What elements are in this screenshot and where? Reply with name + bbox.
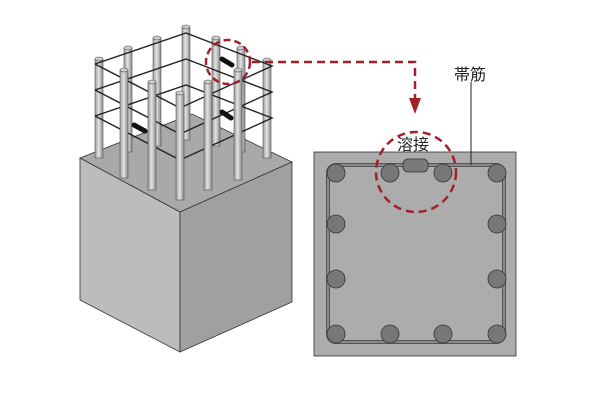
rebar bbox=[175, 92, 185, 201]
section-rebar bbox=[326, 214, 346, 234]
section-rebar bbox=[487, 269, 507, 289]
section-rebars bbox=[326, 163, 507, 344]
weld-highlight-circle-small bbox=[204, 38, 252, 86]
rebar-top bbox=[152, 35, 162, 41]
dashed-arrow bbox=[252, 60, 417, 100]
rebar bbox=[147, 81, 157, 191]
cage-welds bbox=[131, 56, 235, 134]
weld-mark bbox=[219, 56, 235, 68]
section-rebar bbox=[326, 324, 346, 344]
rebar-top bbox=[119, 67, 129, 73]
column-right-face bbox=[179, 161, 293, 353]
rebar bbox=[262, 59, 272, 159]
section-rebar bbox=[380, 324, 400, 344]
rebar bbox=[94, 58, 104, 159]
weld-mark bbox=[219, 109, 234, 121]
concrete-column bbox=[79, 113, 293, 353]
label-weld: 溶接 bbox=[397, 135, 430, 154]
section-rebar bbox=[326, 163, 346, 183]
section-rebar bbox=[326, 269, 346, 289]
rebar-top bbox=[94, 56, 104, 62]
rebar-top bbox=[123, 45, 133, 51]
rebar bbox=[233, 69, 243, 181]
rebar-top bbox=[181, 24, 191, 30]
rebar-top bbox=[203, 79, 213, 85]
section-rebar bbox=[433, 324, 453, 344]
section-rebar bbox=[487, 324, 507, 344]
rebar-top bbox=[211, 35, 221, 41]
weld-mark bbox=[131, 122, 148, 134]
section-rebar bbox=[487, 214, 507, 234]
section-rebar bbox=[433, 163, 453, 183]
section-concrete bbox=[313, 151, 517, 357]
rebar bbox=[203, 81, 213, 191]
section-weld bbox=[402, 158, 429, 173]
rebar-top bbox=[175, 90, 185, 96]
section-rebar bbox=[380, 163, 400, 183]
label-hoop: 帯筋 bbox=[454, 65, 487, 84]
rebar bbox=[119, 69, 129, 179]
rebar-cage bbox=[94, 24, 274, 201]
arrow-head-icon bbox=[409, 98, 421, 114]
rebar-top bbox=[233, 67, 243, 73]
weld-highlight-circle bbox=[374, 130, 458, 214]
rebar-top bbox=[147, 79, 157, 85]
section-rebar bbox=[487, 163, 507, 183]
